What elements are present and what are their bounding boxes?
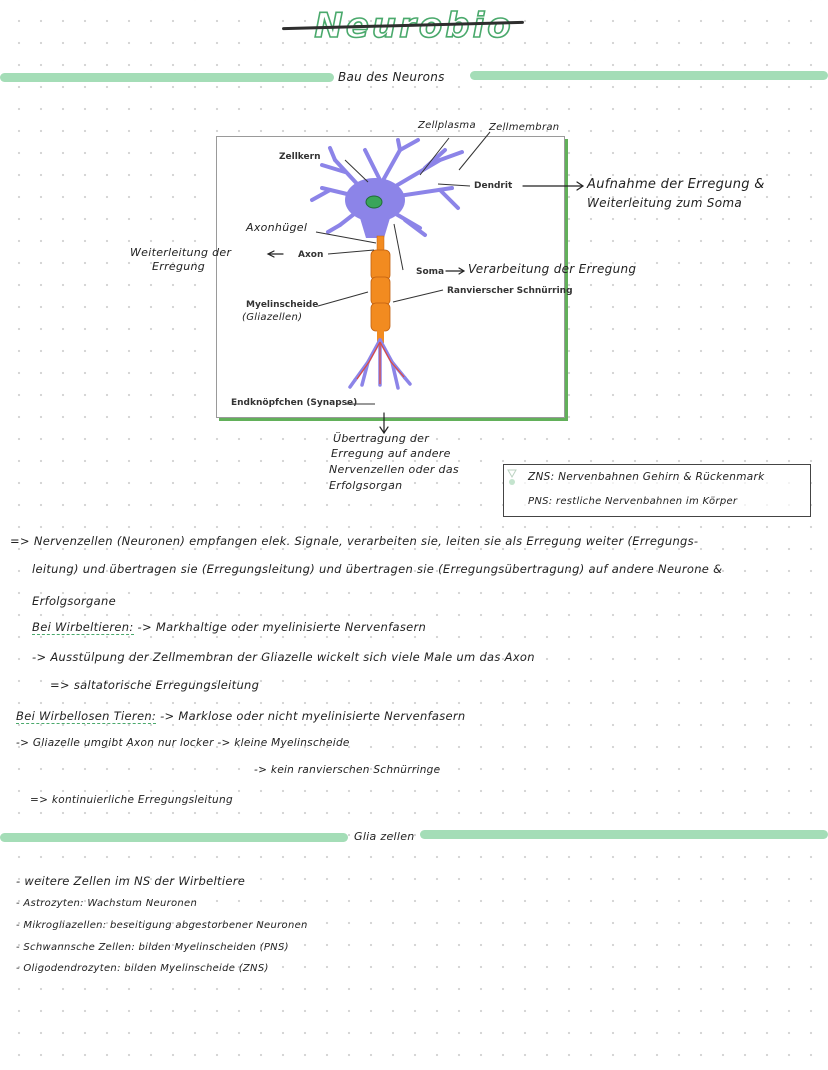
note-soma: Verarbeitung der Erregung xyxy=(468,262,637,276)
section-bar-left xyxy=(0,73,334,82)
label-myelinscheide: Myelinscheide xyxy=(246,300,319,310)
body-line-1: => Nervenzellen (Neuronen) empfangen ele… xyxy=(10,534,699,548)
label-zellmembran: Zellmembran xyxy=(489,122,560,133)
label-soma: Soma xyxy=(416,267,445,277)
wirbellose-heading: Bei Wirbellosen Tieren: xyxy=(16,709,157,724)
wirbellose-line-3: -> kein ranvierschen Schnürringe xyxy=(254,764,441,776)
note-synapse-line3: Nervenzellen oder das xyxy=(329,463,459,476)
glia-item-3: - Mikrogliazellen: beseitigung abgestorb… xyxy=(16,920,308,931)
wirbellose-line-4: => kontinuierliche Erregungsleitung xyxy=(30,794,233,806)
label-axonhuegel: Axonhügel xyxy=(246,221,308,234)
wirbellose-text: -> Marklose oder nicht myelinisierte Ner… xyxy=(160,709,466,723)
section-bar-glia-right xyxy=(420,830,828,839)
note-synapse-line1: Übertragung der xyxy=(333,432,430,445)
neuron-shape xyxy=(310,138,464,390)
section-bar-glia-left xyxy=(0,833,348,842)
note-synapse-line4: Erfolgsorgan xyxy=(329,479,403,492)
glia-item-4: - Schwannsche Zellen: bilden Myelinschei… xyxy=(16,942,289,953)
label-dendrit: Dendrit xyxy=(474,181,513,191)
wirbeltiere-line-2: -> Ausstülpung der Zellmembran der Gliaz… xyxy=(32,650,535,664)
glia-item-5: - Oligodendrozyten: bilden Myelinscheide… xyxy=(16,963,269,974)
legend-pns: PNS: restliche Nervenbahnen im Körper xyxy=(528,496,738,507)
label-ranvierscher-schnuerring: Ranvierscher Schnürring xyxy=(447,286,573,296)
body-line-2: leitung) und übertragen sie (Erregungsle… xyxy=(32,562,723,576)
section-heading-glia: Glia zellen xyxy=(354,830,415,843)
wirbeltiere-row: Bei Wirbeltieren: -> Markhaltige oder my… xyxy=(32,620,427,635)
label-axon: Axon xyxy=(298,250,324,260)
legend-zns: ZNS: Nervenbahnen Gehirn & Rückenmark xyxy=(528,471,765,483)
note-axon-line2: Erregung xyxy=(152,260,206,273)
label-endknoepfchen: Endknöpfchen (Synapse) xyxy=(231,398,358,408)
label-zellplasma: Zellplasma xyxy=(418,120,476,131)
body-line-3: Erfolgsorgane xyxy=(32,594,116,608)
wirbeltiere-text: -> Markhaltige oder myelinisierte Nerven… xyxy=(137,620,427,634)
note-synapse-line2: Erregung auf andere xyxy=(331,447,451,460)
wirbellose-line-2: -> Gliazelle umgibt Axon nur locker -> k… xyxy=(16,737,350,749)
note-dendrit-line2: Weiterleitung zum Soma xyxy=(587,196,743,210)
wirbeltiere-heading: Bei Wirbeltieren: xyxy=(32,620,134,635)
label-zellkern: Zellkern xyxy=(279,152,321,162)
wirbeltiere-line-3: => saltatorische Erregungsleitung xyxy=(50,678,260,692)
section-bar-right xyxy=(470,71,828,80)
section-heading-neuron: Bau des Neurons xyxy=(338,70,445,84)
wirbellose-row: Bei Wirbellosen Tieren: -> Marklose oder… xyxy=(16,709,466,724)
label-gliazellen: (Gliazellen) xyxy=(242,312,303,323)
legend-box: ZNS: Nervenbahnen Gehirn & Rückenmark PN… xyxy=(503,464,811,517)
glia-item-1: - weitere Zellen im NS der Wirbeltiere xyxy=(16,874,246,888)
glia-item-2: - Astrozyten: Wachstum Neuronen xyxy=(16,898,198,909)
note-axon-line1: Weiterleitung der xyxy=(130,246,232,259)
note-dendrit-line1: Aufnahme der Erregung & xyxy=(587,177,765,192)
